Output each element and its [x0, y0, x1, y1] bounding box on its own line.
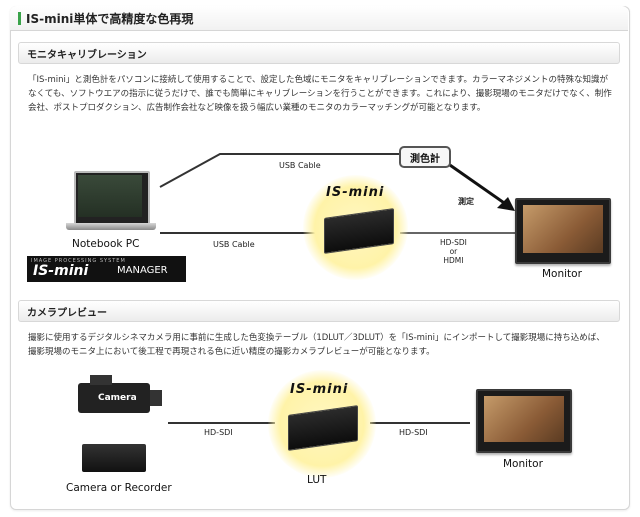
- recorder-icon: [82, 444, 146, 472]
- subheader-title-2: カメラプレビュー: [27, 308, 107, 319]
- conn-line1: HD-SDI: [440, 238, 467, 247]
- conn-line2: or: [449, 247, 458, 256]
- header-accent-bar: [18, 12, 21, 25]
- ismini-logo-top: IS-mini: [326, 185, 385, 200]
- subheader-monitor-calibration: モニタキャリブレーション: [18, 42, 620, 64]
- camera-text: Camera: [98, 393, 137, 403]
- ismini-manager-logo: IMAGE PROCESSING SYSTEM IS-mini MANAGER: [27, 256, 186, 282]
- manager-logo-tagline: IMAGE PROCESSING SYSTEM: [31, 258, 126, 264]
- monitor-label-bottom: Monitor: [503, 458, 543, 470]
- camera-recorder-label: Camera or Recorder: [66, 482, 172, 494]
- conn-line3: HDMI: [443, 256, 464, 265]
- colorimeter-label: 測色計: [410, 154, 440, 165]
- measure-arrow-head: [497, 197, 515, 211]
- notebook-pc-label: Notebook PC: [72, 238, 140, 250]
- colorimeter-badge: 測色計: [399, 146, 451, 168]
- camera-preview-description: 撮影に使用するデジタルシネマカメラ用に事前に生成した色変換テーブル（1DLUT／…: [28, 333, 605, 357]
- subheader-camera-preview: カメラプレビュー: [18, 300, 620, 322]
- monitor-label-top: Monitor: [542, 268, 582, 280]
- page-title: IS-mini単体で高精度な色再現: [26, 12, 194, 26]
- video-connection-label: HD-SDI or HDMI: [440, 238, 467, 265]
- measure-label: 測定: [458, 197, 474, 206]
- measure-arrow: [446, 161, 511, 209]
- manager-logo-word: MANAGER: [117, 265, 168, 276]
- usb-cable-to-sensor-line: [159, 153, 399, 188]
- ismini-logo-bottom: IS-mini: [290, 382, 349, 397]
- usb-cable-label-bottom: USB Cable: [213, 240, 255, 249]
- usb-cable-label-top: USB Cable: [279, 161, 321, 170]
- lut-label: LUT: [307, 474, 327, 486]
- calibration-description: 「IS-mini」と測色計をパソコンに接続して使用することで、設定した色域にモニ…: [28, 75, 612, 113]
- monitor-icon-bottom: [476, 389, 572, 453]
- monitor-icon-top: [515, 198, 611, 264]
- subheader-title: モニタキャリブレーション: [27, 50, 147, 61]
- hdsdi-right-label: HD-SDI: [399, 428, 428, 437]
- hdsdi-left-label: HD-SDI: [204, 428, 233, 437]
- section-header: IS-mini単体で高精度な色再現: [10, 6, 628, 31]
- manager-logo-name: IS-mini: [33, 263, 89, 279]
